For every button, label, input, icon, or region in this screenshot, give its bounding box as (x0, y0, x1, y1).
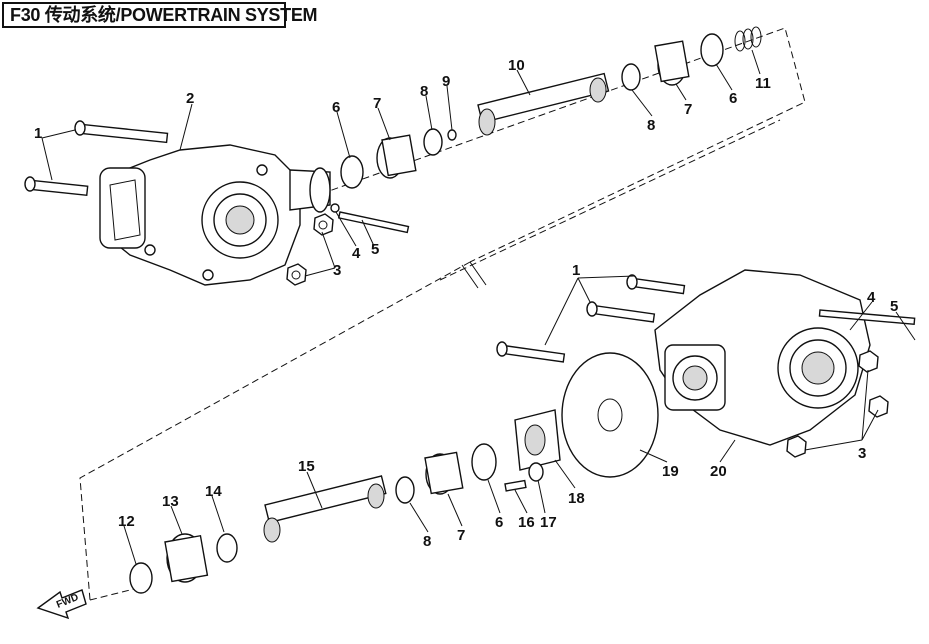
callout-5-top: 5 (371, 241, 379, 258)
callout-7-top-b: 7 (684, 101, 692, 118)
callout-6-bottom: 6 (495, 514, 503, 531)
callout-1-top: 1 (34, 125, 42, 142)
callout-6-top-b: 6 (729, 90, 737, 107)
callout-7-top-a: 7 (373, 95, 381, 112)
callout-numbers: 1 2 3 4 5 6 7 8 9 10 8 7 6 11 1 4 5 3 20… (34, 57, 898, 550)
callout-10: 10 (508, 57, 525, 74)
rear-diff-housing (654, 269, 916, 446)
callout-5-bottom: 5 (890, 298, 898, 315)
front-nuts (286, 213, 334, 286)
callout-4-top: 4 (352, 245, 361, 262)
rear-nuts (786, 350, 889, 458)
rear-bolts (496, 274, 686, 363)
assembly-boundary (79, 27, 806, 601)
leader-lines (41, 49, 916, 565)
diagram-title: F30 传动系统/POWERTRAIN SYSTEM (2, 2, 318, 28)
callout-16: 16 (518, 514, 535, 531)
callout-13: 13 (162, 493, 179, 510)
callout-8-bottom: 8 (423, 533, 431, 550)
callout-14: 14 (205, 483, 222, 500)
callout-19: 19 (662, 463, 679, 480)
callout-2: 2 (186, 90, 194, 107)
callout-8-top-b: 8 (647, 117, 655, 134)
callout-8-top-a: 8 (420, 83, 428, 100)
fwd-arrow-icon: FWD (36, 589, 87, 620)
callout-9: 9 (442, 73, 450, 90)
callout-12: 12 (118, 513, 135, 530)
callout-1-bottom: 1 (572, 262, 580, 279)
front-pin-and-ring (330, 203, 410, 234)
front-diff-housing (99, 144, 331, 286)
callout-17: 17 (540, 514, 557, 531)
brake-disc (561, 352, 659, 478)
callout-11: 11 (755, 75, 771, 92)
top-shaft-assembly (340, 26, 762, 189)
callout-6-top-a: 6 (332, 99, 340, 116)
callout-15: 15 (298, 458, 315, 475)
callout-4-bottom: 4 (867, 289, 876, 306)
bottom-shaft-assembly (129, 409, 561, 594)
callout-20: 20 (710, 463, 727, 480)
front-bolts (24, 120, 169, 196)
callout-3-bottom: 3 (858, 445, 866, 462)
callout-18: 18 (568, 490, 585, 507)
callout-7-bottom: 7 (457, 527, 465, 544)
callout-3-top: 3 (333, 262, 341, 279)
